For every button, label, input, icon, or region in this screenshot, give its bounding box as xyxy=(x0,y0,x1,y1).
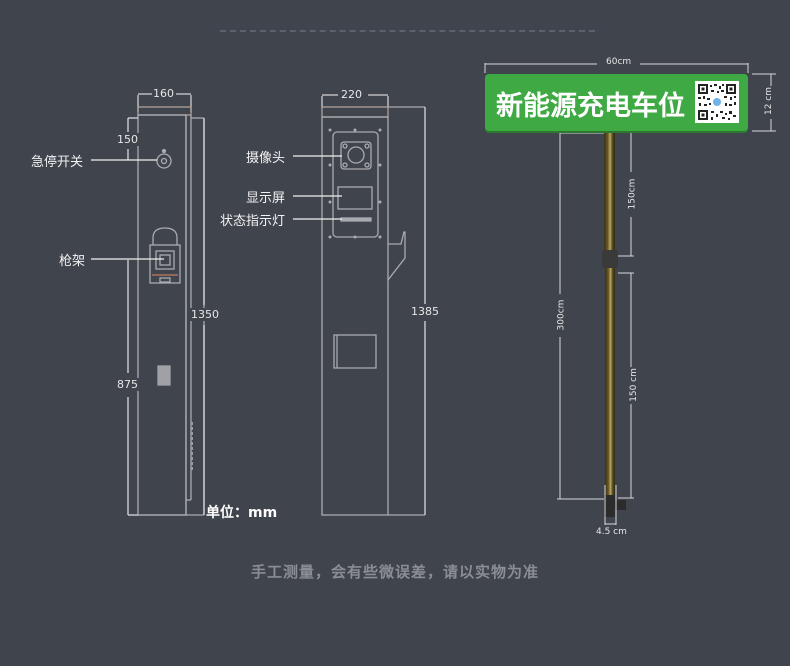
left-width-dimension: 160 xyxy=(152,87,175,100)
sign-height-dimension: 12 cm xyxy=(764,86,775,116)
top-dashed-divider xyxy=(220,30,595,32)
emergency-stop-label: 急停开关 xyxy=(31,155,84,170)
sign-post-drawing xyxy=(484,63,776,525)
left-height-dimension: 1350 xyxy=(190,308,220,321)
camera-label: 摄像头 xyxy=(246,151,286,166)
middle-width-dimension: 220 xyxy=(340,88,363,101)
gun-holder-label: 枪架 xyxy=(59,254,86,269)
left-charger-side-view xyxy=(137,93,205,516)
display-label: 显示屏 xyxy=(246,191,286,206)
middle-charger-front-view xyxy=(321,94,425,516)
charging-space-sign: 新能源充电车位 xyxy=(485,74,748,131)
sign-text: 新能源充电车位 xyxy=(496,91,685,122)
total-height-dimension: 300cm xyxy=(556,299,567,331)
lower-pole xyxy=(605,268,615,498)
pole-diameter-dimension: 4.5 cm xyxy=(596,527,627,537)
pole-clamp xyxy=(602,250,618,268)
measurement-disclaimer: 手工测量，会有些微误差，请以实物为准 xyxy=(250,563,539,581)
left-holster-height-dimension: 875 xyxy=(116,378,139,391)
middle-height-dimension: 1385 xyxy=(410,305,440,318)
upper-pole xyxy=(604,131,615,251)
status-light-label: 状态指示灯 xyxy=(220,214,286,229)
lower-pole-dimension: 150 cm xyxy=(628,368,639,402)
sign-width-dimension: 60cm xyxy=(604,57,634,67)
unit-label: 单位：mm xyxy=(206,505,278,521)
qr-code-icon xyxy=(695,81,739,123)
left-top-offset-dimension: 150 xyxy=(116,133,139,146)
upper-pole-dimension: 150cm xyxy=(627,178,638,210)
